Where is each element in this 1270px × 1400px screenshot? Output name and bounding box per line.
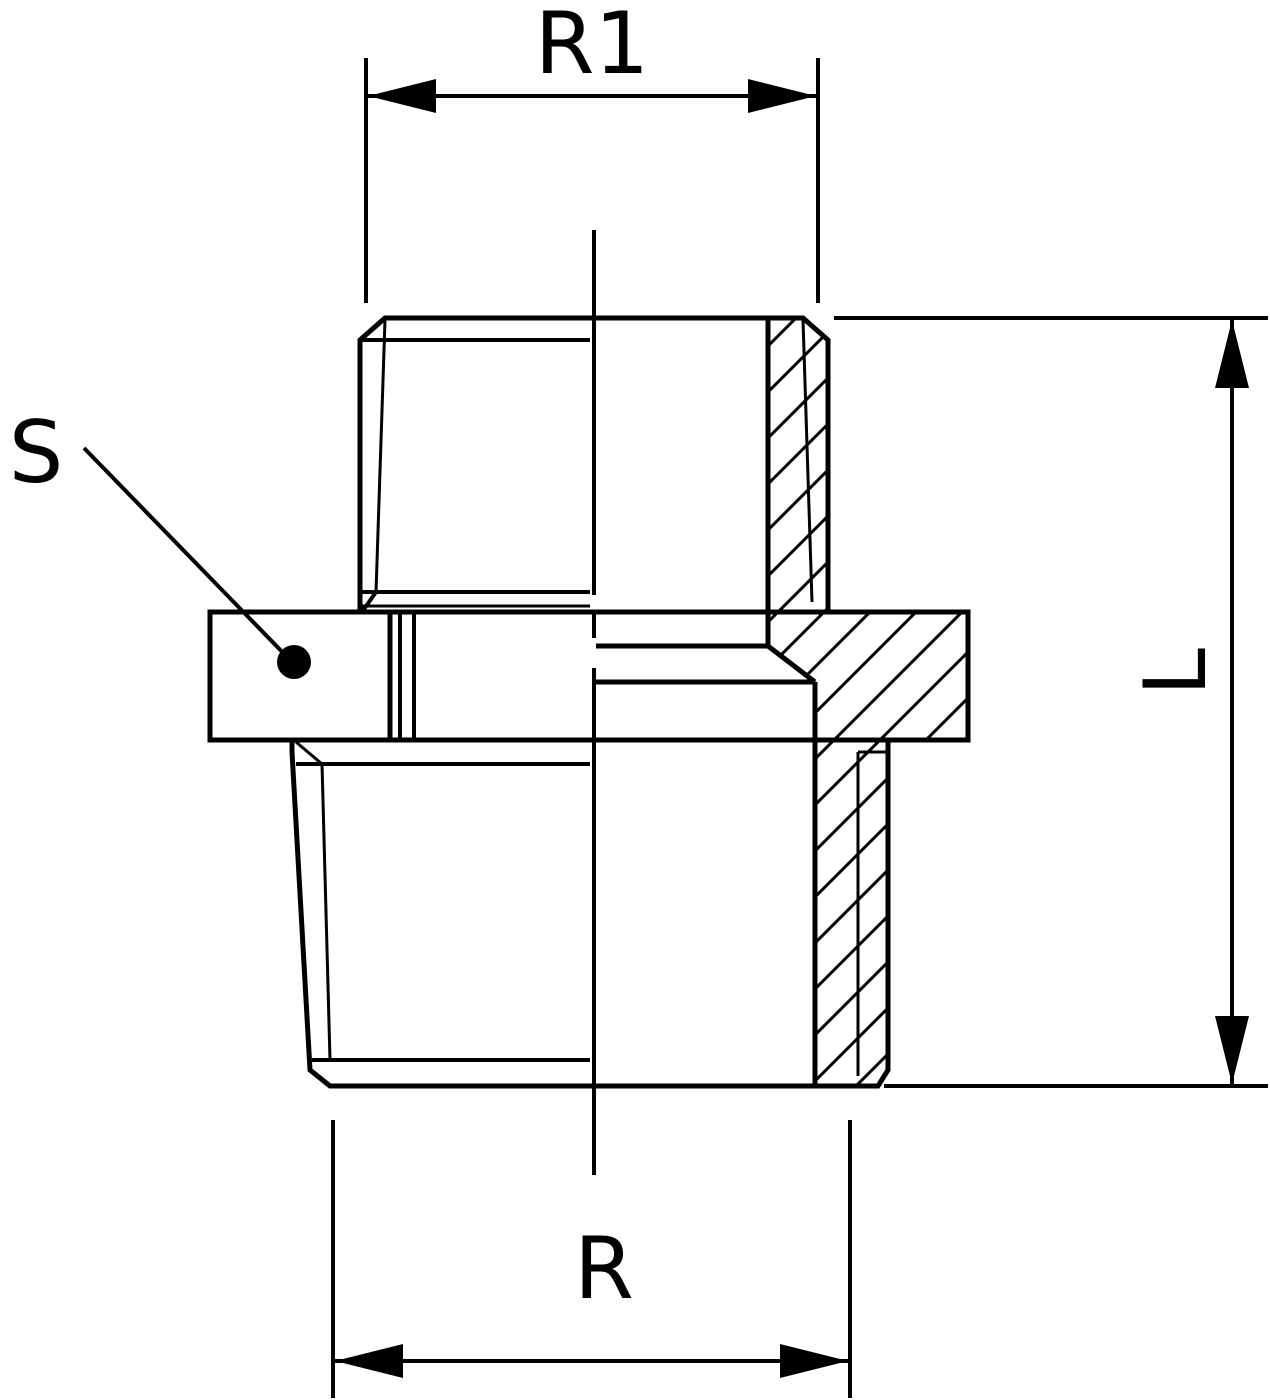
hatch-line [1072,300,1270,1100]
hatch-line [0,300,492,1100]
hatch-line [0,300,676,1100]
hatch-line [0,300,584,1100]
label-r1: R1 [535,0,649,94]
label-s: S [9,403,64,503]
upper-thread-outline [357,315,831,612]
lower-thread-outline [289,740,891,1089]
hatch-line [0,300,446,1100]
label-l: L [1126,648,1226,696]
section-hatching [0,300,1270,1100]
leader-s [82,446,311,679]
label-r: R [574,1219,634,1319]
r1-arrow-left [368,79,436,113]
hatch-line [840,318,968,1086]
r-arrow-right [780,1344,848,1378]
hatch-line [768,318,968,1086]
upper-bore-thread-line [801,319,814,603]
hatch-line [0,300,538,1100]
hatch-line [768,318,968,1086]
hatch-line [768,318,968,1086]
hex-flat-face [207,609,393,743]
dimension-l [834,316,1268,1088]
lower-thread-chamfer-top [295,740,323,766]
hatch-line [768,318,968,1086]
hatch-line [768,318,968,1086]
lower-thread-root-left [320,763,332,1061]
r-arrow-left [335,1344,403,1378]
dimension-r1 [364,58,820,303]
hatch-line [794,318,968,1086]
dimension-r [331,1120,852,1398]
l-arrow-bottom [1215,1016,1249,1084]
hatch-line [768,318,968,1086]
hatch-line [768,318,968,1086]
hatch-line [768,318,908,1086]
r1-arrow-right [748,79,816,113]
hatch-line [768,318,770,1086]
hatch-line [768,318,954,1086]
upper-thread-chamfer [360,590,378,614]
leader-s-dot [277,645,311,679]
fitting-body [207,315,971,1089]
hatch-line [0,300,630,1100]
hatch-line [768,318,968,1086]
bore-step-diag [766,644,817,684]
upper-thread-root-left [374,319,387,593]
hatch-line [768,318,862,1086]
hatch-line [768,318,968,1086]
l-arrow-top [1215,320,1249,388]
hatch-line [980,300,1270,1100]
hatch-line [886,318,968,1086]
hatch-line [768,318,968,1086]
hatch-line [932,318,968,1086]
